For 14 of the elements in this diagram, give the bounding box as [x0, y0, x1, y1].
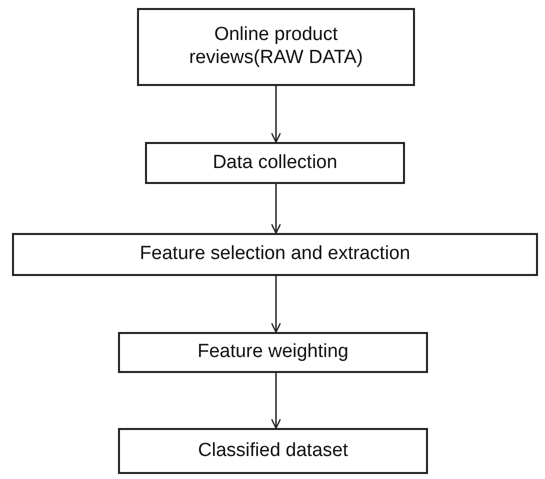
box-label: Classified dataset	[198, 440, 348, 462]
process-box	[118, 428, 428, 474]
arrow	[270, 373, 282, 429]
process-box	[145, 142, 405, 184]
box-label: Data collection	[212, 152, 338, 174]
arrow	[270, 184, 282, 234]
box-label: Feature weighting	[197, 341, 349, 364]
box-label: Online product reviews(RAW DATA)	[188, 24, 364, 70]
process-box	[12, 233, 538, 276]
arrow	[270, 276, 282, 333]
process-box	[118, 332, 428, 373]
arrow	[270, 86, 282, 143]
box-label: Feature selection and extraction	[140, 243, 410, 266]
process-box	[137, 8, 415, 86]
